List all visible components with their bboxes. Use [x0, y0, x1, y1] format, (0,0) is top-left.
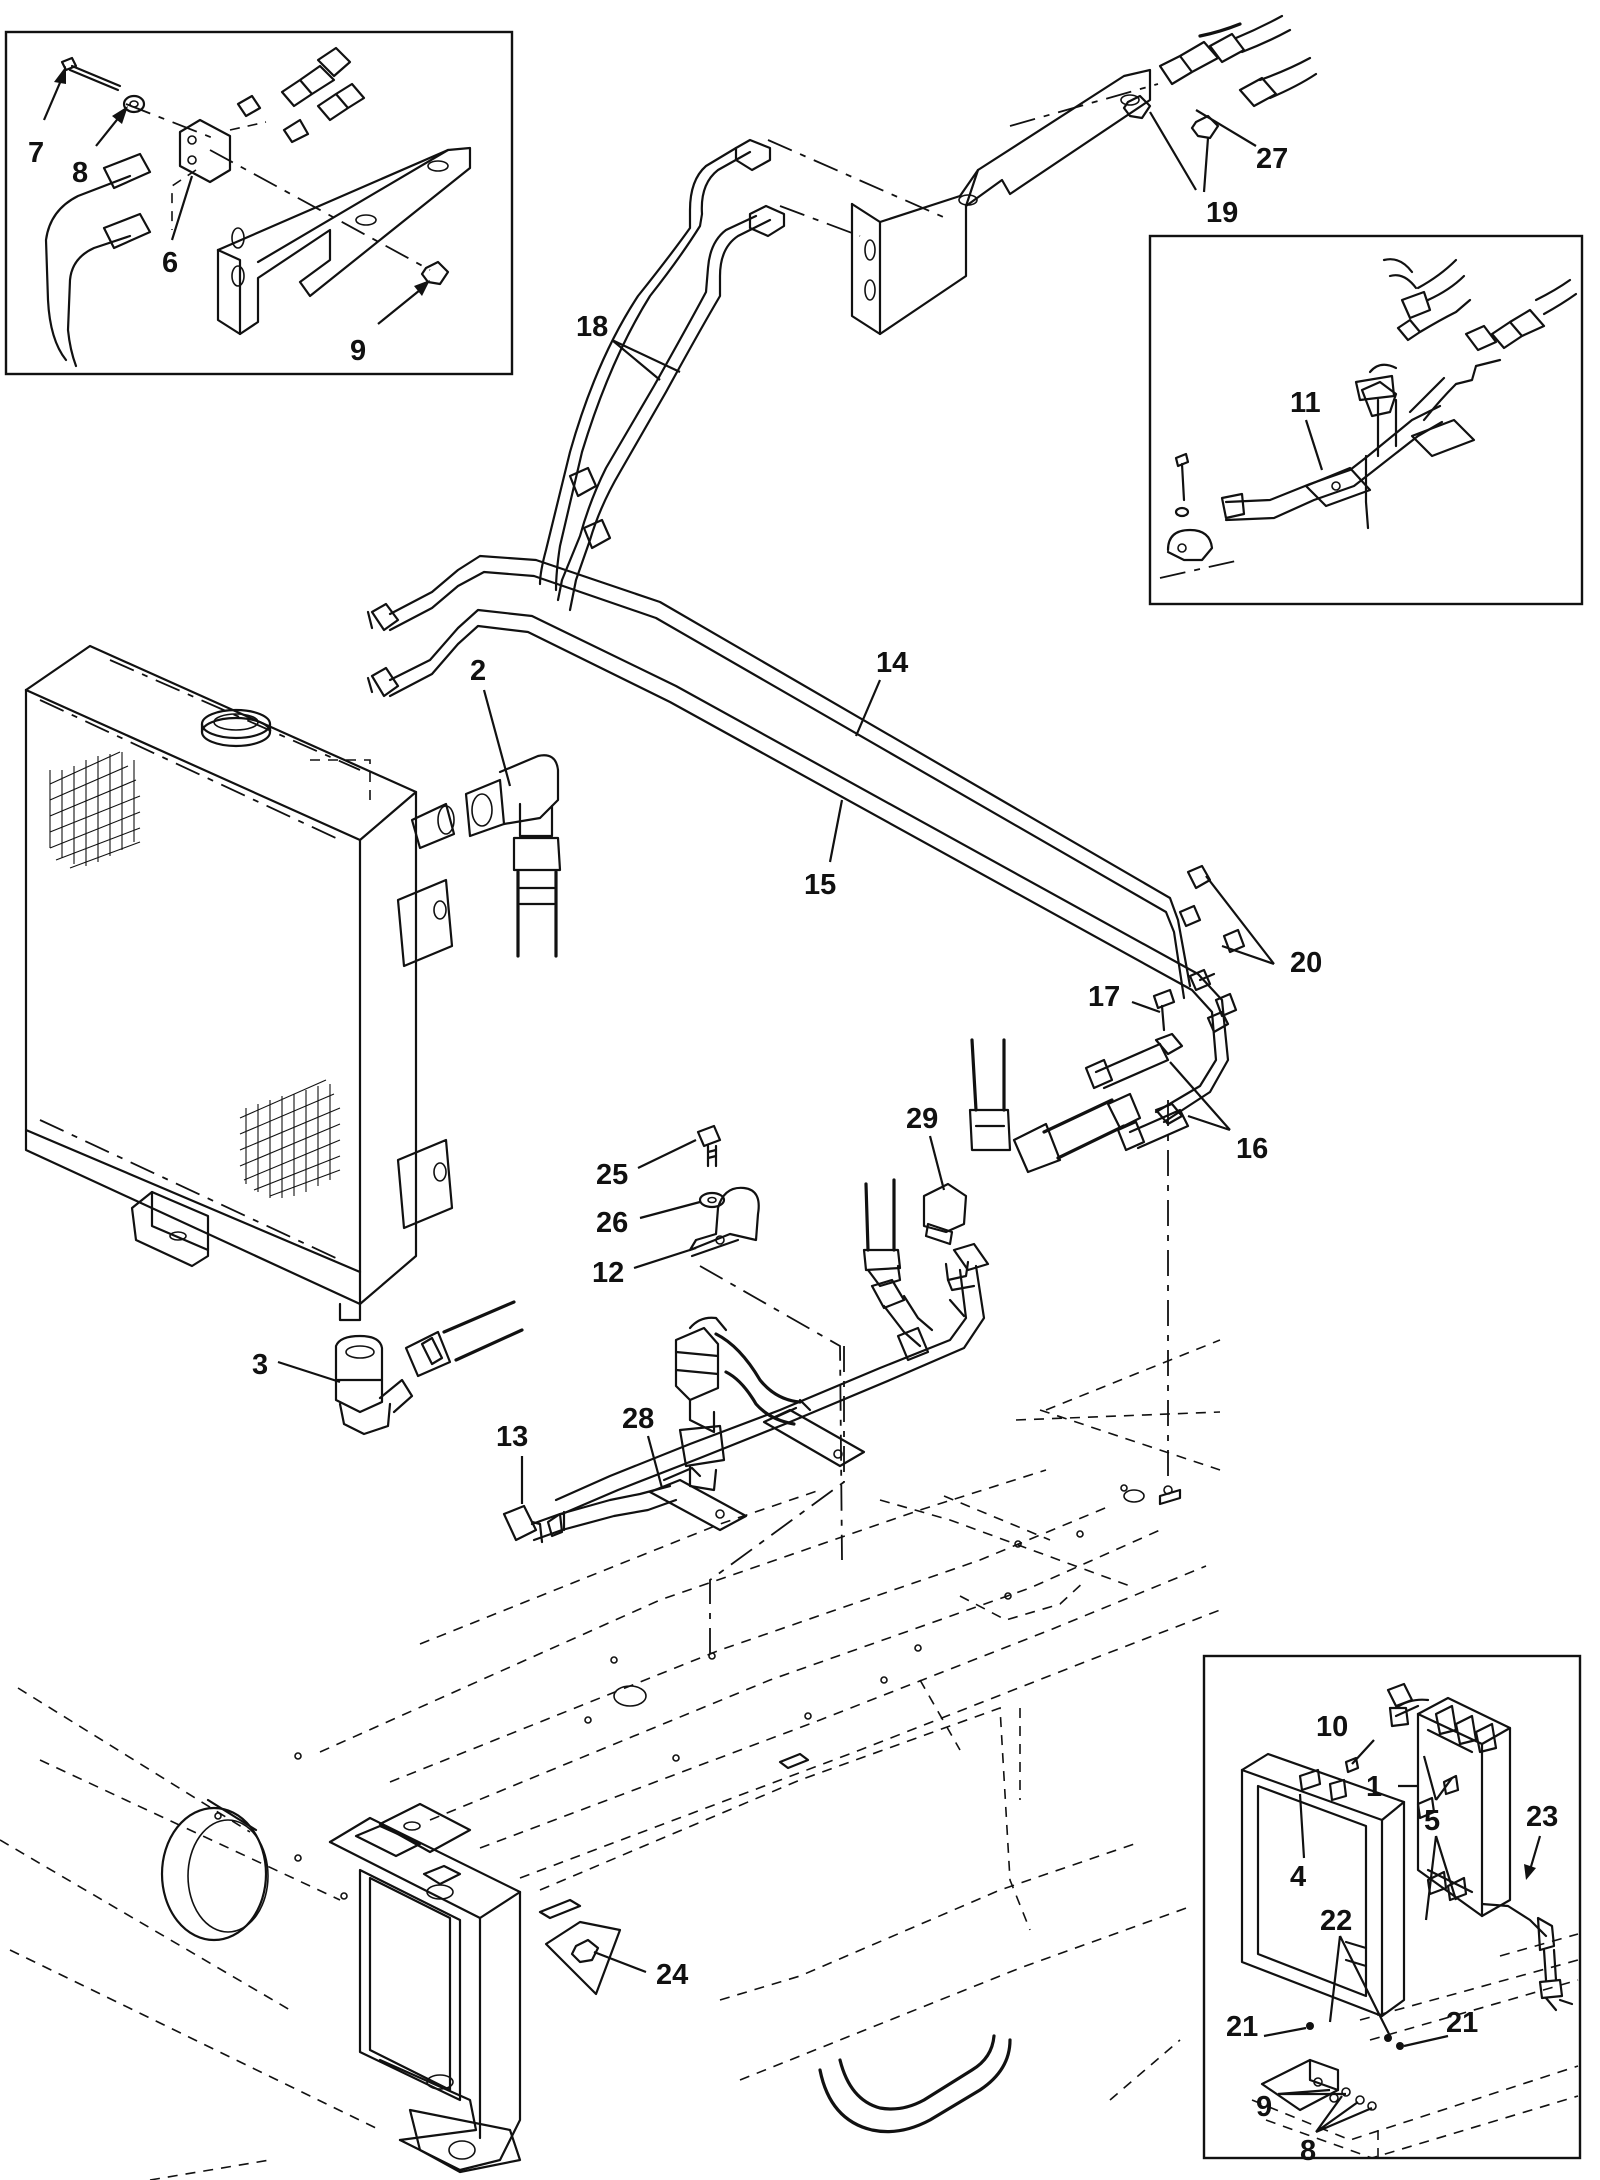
callout-9-bottom: 9 — [1256, 2091, 1272, 2123]
callout-28: 28 — [622, 1403, 654, 1435]
callout-21-left: 21 — [1226, 2011, 1258, 2043]
upper-bracket-and-tubes — [538, 14, 1318, 612]
callout-11: 11 — [1290, 387, 1321, 419]
inset-br-parts — [1240, 1682, 1579, 2159]
radiator-mesh-upper — [49, 751, 141, 869]
callout-9-top: 9 — [350, 335, 366, 367]
callout-1: 1 — [1366, 1771, 1382, 1803]
lower-tube-assembly — [502, 1100, 1169, 1654]
clamp-assembly — [688, 1124, 843, 1561]
inset-tl-parts — [44, 46, 472, 368]
callout-labels: 7 8 6 9 18 27 19 11 2 14 15 20 17 16 29 … — [28, 137, 1558, 2167]
callout-27: 27 — [1256, 143, 1288, 175]
callout-16: 16 — [1236, 1133, 1268, 1165]
lower-outlet-fitting-3 — [334, 1300, 524, 1436]
callout-4: 4 — [1290, 1861, 1306, 1893]
callout-8-top: 8 — [72, 157, 88, 189]
callout-7-top: 7 — [28, 137, 44, 169]
callout-25: 25 — [596, 1159, 628, 1191]
callout-22: 22 — [1320, 1905, 1352, 1937]
callout-3: 3 — [252, 1349, 268, 1381]
callout-18: 18 — [576, 311, 608, 343]
callout-10: 10 — [1316, 1711, 1348, 1743]
detail-inset-bottom-right — [1202, 1654, 1582, 2160]
callout-2: 2 — [470, 655, 486, 687]
callout-26: 26 — [596, 1207, 628, 1239]
inset-tr-parts — [1159, 258, 1578, 579]
callout-17: 17 — [1088, 981, 1120, 1013]
detail-inset-top-right — [1148, 234, 1584, 606]
leader-lines — [42, 66, 1542, 2134]
center-hoses — [554, 1038, 1142, 1516]
callout-15: 15 — [804, 869, 836, 901]
callout-21-right: 21 — [1446, 2007, 1478, 2039]
callout-24: 24 — [656, 1959, 688, 1991]
callout-6: 6 — [162, 247, 178, 279]
callout-29: 29 — [906, 1103, 938, 1135]
radiator-mesh-lower — [239, 1079, 341, 1198]
callout-20: 20 — [1290, 947, 1322, 979]
main-frame — [0, 1339, 1221, 2180]
callout-14: 14 — [876, 647, 908, 679]
callout-23: 23 — [1526, 1801, 1558, 1833]
callout-5: 5 — [1424, 1805, 1440, 1837]
callout-12: 12 — [592, 1257, 624, 1289]
tubes-14-15 — [366, 554, 1246, 1152]
cooler-core — [24, 644, 456, 1322]
callout-13: 13 — [496, 1421, 528, 1453]
elbow-fitting-2 — [464, 754, 562, 958]
callout-19: 19 — [1206, 197, 1238, 229]
detail-inset-top-left — [4, 30, 514, 376]
callout-8-bottom: 8 — [1300, 2135, 1316, 2167]
